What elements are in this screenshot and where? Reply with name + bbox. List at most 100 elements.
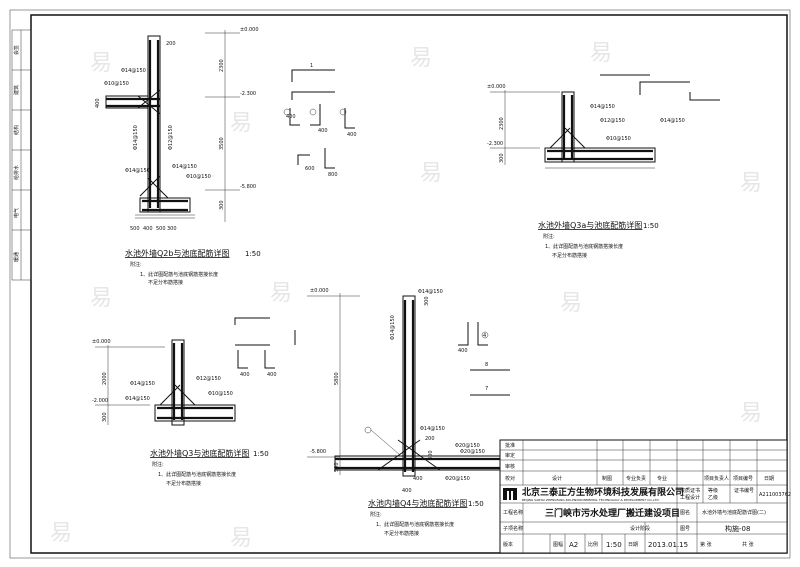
strip-label: 暖通: [13, 252, 20, 262]
drawing-annotation: 400: [143, 226, 153, 232]
drawing-name: 水池外墙与池底配筋详图(二): [702, 509, 766, 516]
drawing-annotation: 不足分布筋搭接: [384, 530, 419, 537]
drawing-annotation: 版本: [503, 541, 513, 548]
drawing-annotation: 3500: [219, 137, 225, 150]
drawing-annotation: Φ14@150: [125, 168, 150, 174]
drawing-annotation: 图名: [680, 509, 690, 516]
title-block: 批准 审定 审核 校对 设计 制图 专业负责 专业 项目负责人 项目编号 日期 …: [499, 439, 791, 554]
drawing-annotation: 附注:: [370, 511, 382, 518]
drawing-annotation: Φ20@150: [455, 443, 480, 449]
drawing-annotation: 不足分布筋搭接: [166, 480, 201, 487]
project-name: 三门峡市污水处理厂搬迁建设项目: [545, 507, 680, 519]
drawing-annotation: 4: [483, 333, 486, 339]
watermark: 易: [50, 521, 72, 546]
drawing-annotation: 8: [485, 362, 488, 368]
outer-border: [9, 9, 791, 559]
drawing-annotation: 5800: [334, 372, 340, 385]
drawing-annotation: 500: [130, 226, 140, 232]
drawing-annotation: Φ10@150: [606, 136, 631, 142]
drawing-annotation: 2300: [499, 117, 505, 130]
drawing-annotation: 300: [219, 200, 225, 210]
drawing-annotation: 图幅: [553, 541, 563, 548]
drawing-annotation: 300: [499, 153, 505, 163]
drawing-annotation: 400: [347, 132, 357, 138]
slab-section: [105, 95, 149, 109]
watermark: 易: [420, 161, 442, 186]
drawing-annotation: 300: [102, 412, 108, 422]
drawing-annotation: 300: [428, 450, 434, 460]
drawing-annotation: 批准: [505, 442, 515, 449]
watermark-layer: 易 易 易 易 易 易 易 易 易 易 易 易: [50, 41, 762, 551]
drawing-annotation: 日期: [764, 476, 774, 482]
footing-section: [139, 197, 191, 213]
drawing-annotation: 2000: [102, 372, 108, 385]
company-logo: [503, 488, 517, 500]
drawing-annotation: 共 张: [742, 541, 754, 548]
drawing-annotation: 300: [424, 296, 430, 306]
drawing-annotation: 400: [318, 128, 328, 134]
drawing-number: 构施-08: [725, 524, 750, 533]
drawing-annotation: Φ14@150: [130, 381, 155, 387]
drawing-annotation: 项目编号: [733, 475, 753, 482]
drawing-annotation: 项目负责人: [704, 475, 729, 482]
detail-scale: 1:50: [468, 500, 484, 508]
bar-shapes-middle: 400 400 400 4 8 7: [234, 317, 510, 396]
drawing-annotation: Φ20@150: [445, 476, 470, 482]
watermark: 易: [590, 41, 612, 66]
drawing-annotation: A211003762: [759, 492, 791, 498]
drawing-annotation: -2.300: [240, 91, 256, 97]
drawing-annotation: -5.800: [240, 184, 256, 190]
drawing-annotation: 400: [458, 348, 468, 354]
strip-label: 结构: [13, 125, 20, 135]
drawing-annotation: Φ14@150: [133, 125, 139, 150]
strip-label: 给排水: [13, 165, 20, 180]
drawing-annotation: BEIJING SANTAI ZHENGFANG BIO-ENVIRONMENT…: [522, 498, 660, 502]
detail-q3a: ±0.000 -2.300 2300 300 Φ14@150 Φ12@150 Φ…: [487, 74, 720, 259]
drawing-annotation: -2.000: [92, 398, 108, 404]
drawing-annotation: 审核: [505, 463, 515, 470]
watermark: 易: [740, 171, 762, 196]
detail-q4: ±0.000 -5.800 5800 500 300 200 400 300 4…: [307, 288, 501, 537]
detail-q3: ±0.000 -2.000 2000 300 Φ14@150 Φ12@150 Φ…: [92, 339, 269, 487]
drawing-annotation: 400: [402, 488, 412, 494]
drawing-annotation: 1、此详图配筋与池底钢筋搭接长度: [140, 271, 218, 278]
detail-title: 水池外墙Q3与池底配筋详图: [150, 448, 249, 458]
drawing-annotation: ±0.000: [240, 27, 259, 33]
drawing-annotation: 400: [267, 372, 277, 378]
drawing-annotation: 7: [485, 386, 488, 392]
drawing-annotation: -5.800: [310, 449, 326, 455]
drawing-annotation: 比例: [588, 541, 598, 548]
drawing-annotation: Φ20@150: [460, 449, 485, 455]
drawing-annotation: Φ14@150: [121, 68, 146, 74]
drawing-annotation: Φ14@150: [418, 289, 443, 295]
drawing-annotation: 审定: [505, 452, 515, 459]
watermark: 易: [90, 51, 112, 76]
drawing-annotation: 专业负责: [626, 475, 646, 482]
drawing-annotation: 等级: [708, 487, 718, 494]
drawing-annotation: Φ12@150: [196, 376, 221, 382]
drawing-annotation: 200: [425, 436, 435, 442]
drawing-annotation: 附注:: [130, 261, 142, 268]
drawing-annotation: Φ12@150: [600, 118, 625, 124]
drawing-annotation: Φ14@150: [660, 118, 685, 124]
drawing-annotation: 600: [305, 166, 315, 172]
drawing-annotation: Φ14@150: [390, 315, 396, 340]
detail-scale: 1:50: [253, 450, 269, 458]
drawing-annotation: Φ14@150: [172, 164, 197, 170]
drawing-annotation: 2300: [219, 59, 225, 72]
drawing-annotation: 1、此详图配筋与池底钢筋搭接长度: [545, 243, 623, 250]
left-signoff-strip: 会签 建筑 结构 给排水 电气 暖通: [11, 29, 32, 281]
drawing-annotation: 乙级: [708, 494, 718, 501]
drawing-annotation: 附注:: [543, 233, 555, 240]
watermark: 易: [230, 111, 252, 136]
company-name: 北京三泰正方生物环境科技发展有限公司: [522, 486, 684, 498]
drawing-annotation: Φ12@150: [168, 125, 174, 150]
drawing-annotation: 1、此详图配筋与池底钢筋搭接长度: [158, 471, 236, 478]
drawing-annotation: -2.300: [487, 141, 503, 147]
detail-title: 水池外墙Q2b与池底配筋详图: [125, 248, 229, 258]
drawing-annotation: 300: [167, 226, 177, 232]
drawing-annotation: 附注:: [152, 461, 164, 468]
drawing-annotation: 证书编号: [734, 487, 754, 494]
drawing-annotation: Φ14@150: [125, 396, 150, 402]
